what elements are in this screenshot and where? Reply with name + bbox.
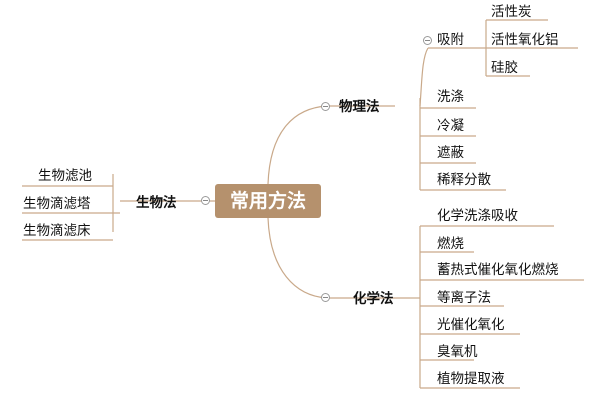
collapse-toggle-adsorption[interactable] [423,36,432,45]
root-node[interactable]: 常用方法 [215,184,321,218]
leaf-physical-2[interactable]: 冷凝 [437,118,464,134]
leaf-adsorption-1[interactable]: 活性炭 [491,4,532,20]
leaf-chemical-6[interactable]: 臭氧机 [437,344,478,360]
leaf-physical-1[interactable]: 洗涤 [437,89,464,105]
leaf-physical-3[interactable]: 遮蔽 [437,145,464,161]
leaf-adsorption-3[interactable]: 硅胶 [491,60,518,76]
leaf-bio-3[interactable]: 生物滴滤床 [23,223,91,239]
leaf-chemical-2[interactable]: 燃烧 [437,236,464,252]
collapse-toggle-chemical[interactable] [321,293,330,302]
leaf-bio-1[interactable]: 生物滤池 [38,168,92,184]
collapse-toggle-physical[interactable] [321,102,330,111]
leaf-adsorption-2[interactable]: 活性氧化铝 [491,32,559,48]
leaf-bio-2[interactable]: 生物滴滤塔 [23,196,91,212]
leaf-physical-4[interactable]: 稀释分散 [437,172,491,188]
collapse-toggle-bio[interactable] [201,196,210,205]
leaf-chemical-7[interactable]: 植物提取液 [437,371,505,387]
leaf-chemical-4[interactable]: 等离子法 [437,290,491,306]
leaf-chemical-5[interactable]: 光催化氧化 [437,317,505,333]
branch-chemical-label[interactable]: 化学法 [353,291,394,307]
branch-bio-label[interactable]: 生物法 [136,195,177,211]
sub-adsorption-label[interactable]: 吸附 [437,32,464,48]
branch-physical-label[interactable]: 物理法 [339,99,380,115]
leaf-chemical-1[interactable]: 化学洗涤吸收 [437,208,518,224]
leaf-chemical-3[interactable]: 蓄热式催化氧化燃烧 [437,262,559,278]
